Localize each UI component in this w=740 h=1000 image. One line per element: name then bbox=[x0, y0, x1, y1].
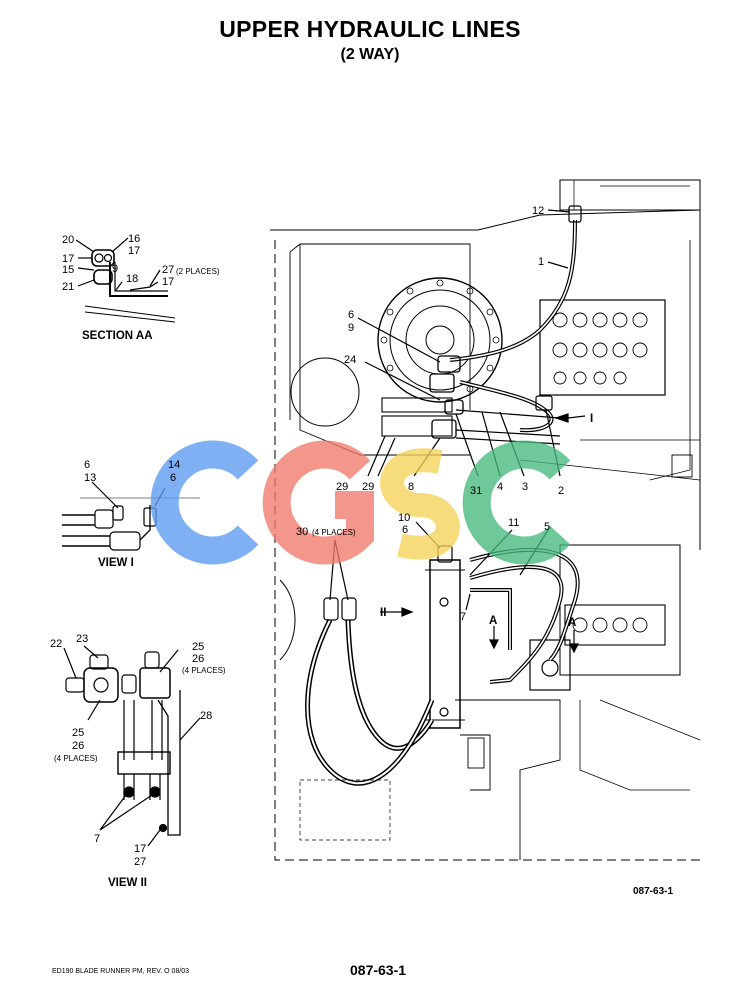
main-assembly-drawing bbox=[270, 179, 701, 861]
callout-20: 20 bbox=[62, 234, 74, 246]
callout-30: 30 bbox=[296, 526, 308, 538]
callout-15: 15 bbox=[62, 264, 74, 276]
callout-28: 28 bbox=[200, 710, 212, 722]
watermark-letter-c2 bbox=[462, 440, 571, 565]
page-subtitle: (2 WAY) bbox=[340, 46, 400, 63]
callout-4: 4 bbox=[497, 481, 503, 493]
callout-17: 17 bbox=[128, 245, 140, 257]
callout-21: 21 bbox=[62, 281, 74, 293]
callout-8: 8 bbox=[408, 481, 414, 493]
callout-16: 16 bbox=[128, 233, 140, 245]
callout-26b: 26 bbox=[72, 740, 84, 752]
callout-26: 26 bbox=[192, 653, 204, 665]
watermark-letter-c bbox=[150, 440, 259, 565]
figure-number: 087-63-1 bbox=[633, 886, 674, 897]
callout-4-places-b: (4 PLACES) bbox=[54, 754, 98, 763]
callout-27: 27 bbox=[162, 264, 174, 276]
watermark-letter-s bbox=[380, 448, 460, 560]
callout-17d: 17 bbox=[134, 843, 146, 855]
watermark-letter-g bbox=[262, 440, 374, 565]
view-i-marker: I bbox=[590, 413, 593, 425]
callout-14: 14 bbox=[168, 459, 180, 471]
section-aa-drawing bbox=[75, 237, 176, 323]
callout-7: 7 bbox=[94, 833, 100, 845]
callout-10: 10 bbox=[398, 512, 410, 524]
callout-27b: 27 bbox=[134, 856, 146, 868]
footer-page-number: 087-63-1 bbox=[350, 962, 407, 978]
callout-17c: 17 bbox=[162, 276, 174, 288]
callout-2-places: (2 PLACES) bbox=[176, 267, 220, 276]
view-ii-marker: II bbox=[380, 607, 386, 619]
callout-2: 2 bbox=[558, 485, 564, 497]
callout-3: 3 bbox=[522, 481, 528, 493]
callout-29b: 29 bbox=[362, 481, 374, 493]
callout-9: 9 bbox=[112, 263, 118, 275]
footer-document-info: ED190 BLADE RUNNER PM, REV. O 08/03 bbox=[52, 968, 190, 975]
callout-6: 6 bbox=[84, 459, 90, 471]
callout-11: 11 bbox=[508, 517, 519, 529]
page-title: UPPER HYDRAULIC LINES bbox=[219, 16, 521, 42]
section-a-marker-left: A bbox=[489, 615, 497, 627]
callout-6b: 6 bbox=[170, 472, 176, 484]
callout-17b: 17 bbox=[62, 253, 74, 265]
callout-25: 25 bbox=[192, 641, 204, 653]
section-a-marker-right: A bbox=[568, 617, 576, 629]
watermark bbox=[150, 440, 571, 565]
callout-25b: 25 bbox=[72, 727, 84, 739]
callout-18: 18 bbox=[126, 273, 138, 285]
callout-9-main: 9 bbox=[348, 322, 354, 334]
callout-24: 24 bbox=[344, 354, 356, 366]
callout-23: 23 bbox=[76, 633, 88, 645]
view-ii-drawing bbox=[63, 645, 201, 847]
callout-7-main: 7 bbox=[460, 611, 466, 623]
view-i-caption: VIEW I bbox=[98, 557, 134, 569]
callout-1: 1 bbox=[538, 256, 544, 268]
callout-31: 31 bbox=[470, 485, 482, 497]
view-ii-caption: VIEW II bbox=[108, 877, 147, 889]
section-aa-caption: SECTION AA bbox=[82, 330, 153, 342]
callout-6-lower: 6 bbox=[402, 524, 408, 536]
callout-22: 22 bbox=[50, 638, 62, 650]
callout-12: 12 bbox=[532, 205, 544, 217]
callout-29: 29 bbox=[336, 481, 348, 493]
callout-4-places: (4 PLACES) bbox=[182, 666, 226, 675]
callout-6-main: 6 bbox=[348, 309, 354, 321]
callout-30-4-places: (4 PLACES) bbox=[312, 528, 356, 537]
callout-13: 13 bbox=[84, 472, 96, 484]
callout-5: 5 bbox=[544, 521, 550, 533]
